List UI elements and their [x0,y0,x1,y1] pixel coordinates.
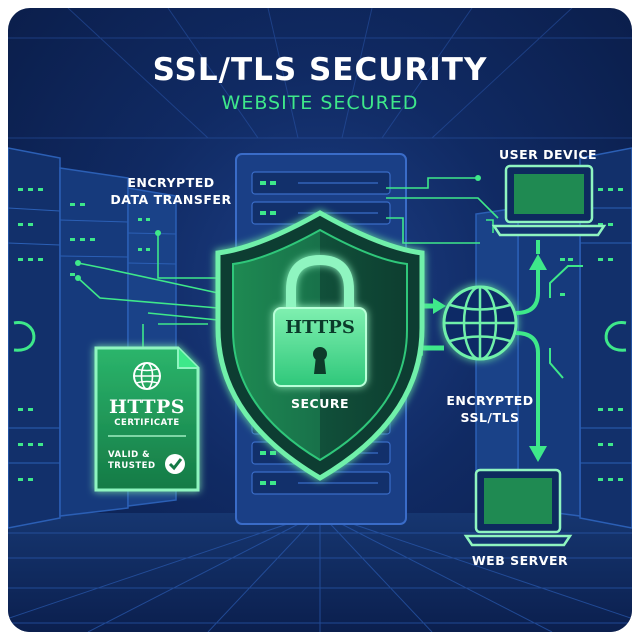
floor-grid [8,512,632,632]
secure-label: SECURE [290,396,350,411]
certificate-subtitle: CERTIFICATE [114,418,180,428]
certificate-title: HTTPS [108,396,186,418]
padlock-icon [273,254,367,387]
lock-https-text: HTTPS [285,317,355,338]
encrypted-transfer-line2: DATA TRANSFER [110,192,232,207]
web-server-label: WEB SERVER [471,553,569,568]
page-title: SSL/TLS SECURITY [152,52,488,88]
circuit-lines [77,177,499,353]
scene-illustration [8,8,632,632]
user-device-label: USER DEVICE [498,147,598,162]
diagram-frame: SSL/TLS SECURITY WEBSITE SECURED ENCRYPT… [8,8,632,632]
ceiling-grid [8,8,632,139]
certificate-status-line1: VALID & [108,450,151,460]
right-server-racks [475,147,632,529]
checkmark-icon [165,454,185,474]
laptop-icon [491,164,607,237]
encrypted-ssl-label: ENCRYPTED SSL/TLS [430,392,550,426]
vertical-data-arrows [515,240,583,462]
certificate-status: VALID & TRUSTED [108,450,156,472]
certificate-status-line2: TRUSTED [108,461,156,471]
globe-icon [442,285,518,361]
encrypted-data-transfer-label: ENCRYPTED DATA TRANSFER [106,174,236,208]
certificate-globe-icon [133,362,161,390]
web-server-laptop-icon [463,468,573,547]
page-subtitle: WEBSITE SECURED [221,92,419,114]
encrypted-ssl-line1: ENCRYPTED [446,393,534,408]
encrypted-ssl-line2: SSL/TLS [460,410,520,425]
encrypted-transfer-line1: ENCRYPTED [127,175,215,190]
